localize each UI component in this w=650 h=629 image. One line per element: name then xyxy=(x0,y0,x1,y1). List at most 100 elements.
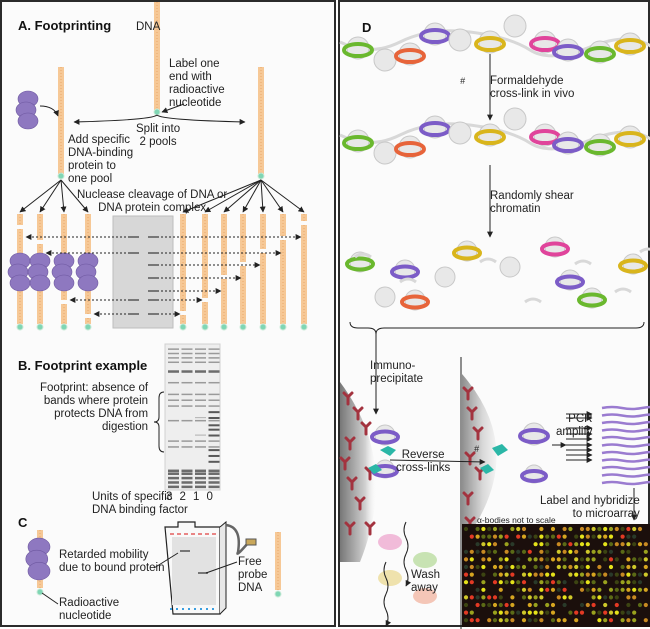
gel-band xyxy=(195,370,206,373)
gel-band xyxy=(181,440,193,442)
microarray-spot xyxy=(626,564,631,570)
microarray-spot xyxy=(492,618,498,623)
microarray-spot xyxy=(591,534,596,539)
wrapped-dna xyxy=(419,27,451,45)
cleavage-arrow xyxy=(60,179,67,213)
microarray-spot xyxy=(539,549,544,554)
microarray-spot xyxy=(527,618,532,623)
microarray-spot xyxy=(521,564,527,570)
gel-band xyxy=(208,472,220,475)
microarray-spot xyxy=(632,572,637,577)
gel-band xyxy=(181,357,193,359)
wrapped-dna xyxy=(518,427,550,445)
gel-box-side xyxy=(219,520,227,615)
microarray-spot xyxy=(481,534,486,539)
microarray-spot xyxy=(504,564,509,570)
antibody-icon xyxy=(464,451,476,466)
wrapped-dna xyxy=(342,41,374,59)
microarray-spot xyxy=(591,572,596,577)
microarray-spot xyxy=(562,549,567,554)
dna-strand-pool-protein xyxy=(58,67,64,174)
crosslink-symbol: # xyxy=(460,76,466,86)
sheared-dna-fragment xyxy=(479,257,497,264)
microarray-spot xyxy=(626,542,631,547)
microarray-spot xyxy=(562,602,567,608)
gel-band xyxy=(181,405,193,407)
microarray-spot xyxy=(475,534,480,539)
gel-band xyxy=(208,399,220,401)
wrapped-dna xyxy=(342,134,374,152)
microarray-spot xyxy=(579,572,585,577)
microarray-spot xyxy=(521,572,527,577)
microarray-spot xyxy=(626,526,631,532)
pcr-product-strand xyxy=(601,473,650,478)
microarray-spot xyxy=(562,557,567,562)
pcr-product-strand xyxy=(601,465,650,471)
microarray-spot xyxy=(574,557,579,562)
microarray-spot xyxy=(545,564,550,570)
microarray-spot xyxy=(597,564,602,570)
antibody-icon xyxy=(364,521,376,536)
microarray-spot xyxy=(574,580,579,585)
cleavage-arrow xyxy=(260,179,305,213)
microarray-spot xyxy=(603,534,608,539)
microarray-spot xyxy=(475,618,480,623)
microarray-spot xyxy=(579,542,585,547)
wrapped-dna xyxy=(552,136,584,154)
microarray-spot xyxy=(539,587,544,592)
split-step-text: Split into 2 pools xyxy=(136,123,181,148)
microarray-spot xyxy=(574,572,579,577)
microarray-spot xyxy=(463,610,469,615)
antibody-icon xyxy=(339,456,351,471)
gel-band xyxy=(181,352,193,355)
gel-slab xyxy=(172,537,216,605)
microarray-spot xyxy=(585,587,590,592)
microarray-spot xyxy=(556,557,561,562)
microarray-spot xyxy=(527,602,532,608)
gel-band xyxy=(195,446,206,448)
histone-core xyxy=(503,14,527,38)
footprint-note: Footprint: absence of bands where protei… xyxy=(40,382,149,433)
microarray-spot xyxy=(504,602,509,608)
microarray-spot xyxy=(632,580,637,585)
label-step-text: Label one end with radioactive nucleotid… xyxy=(169,58,225,109)
gel-band xyxy=(208,370,220,373)
antibody-icon xyxy=(354,496,366,511)
gel-band-protein-lane xyxy=(128,252,139,254)
retarded-mobility-label: Retarded mobility due to bound protein xyxy=(59,549,165,574)
microarray-spot xyxy=(556,595,561,600)
microarray-spot xyxy=(463,618,469,623)
microarray-spot xyxy=(539,580,544,585)
add-protein-arrow xyxy=(39,105,59,117)
microarray-spot xyxy=(539,534,544,539)
panel-footprinting: A. Footprinting DNA Label one end with r… xyxy=(0,0,336,627)
microarray-spot xyxy=(632,534,637,539)
microarray-spot xyxy=(562,580,567,585)
microarray-spot xyxy=(516,534,521,539)
units-label: Units of specific DNA binding factor xyxy=(92,491,188,516)
gel-band xyxy=(208,348,220,350)
wrapped-dna xyxy=(474,128,506,146)
microarray-spot xyxy=(498,580,503,585)
microarray-spot xyxy=(556,564,561,570)
microarray-spot xyxy=(504,618,509,623)
microarray-spot xyxy=(579,602,585,608)
microarray-spot xyxy=(568,595,573,600)
microarray-spot xyxy=(539,618,544,623)
microarray-spot xyxy=(492,602,498,608)
antibody-icon xyxy=(466,406,478,421)
microarray-spot xyxy=(492,564,498,570)
gel-band xyxy=(208,405,220,407)
panel-chip: D Formaldehyde cross-link in vivo # Rand… xyxy=(338,0,650,629)
pcr-product-strand xyxy=(601,435,650,441)
microarray-spot xyxy=(492,534,498,539)
microarray-spot xyxy=(591,610,596,615)
microarray-spot xyxy=(521,618,527,623)
microarray-spot xyxy=(533,564,538,570)
microarray-spot xyxy=(608,557,614,562)
microarray-spot xyxy=(492,526,498,532)
fragments-bracket xyxy=(349,321,645,335)
microarray-spot xyxy=(510,572,515,577)
reverse-step-text: Reverse cross-links xyxy=(396,449,451,474)
sheared-dna-fragment xyxy=(574,259,592,266)
